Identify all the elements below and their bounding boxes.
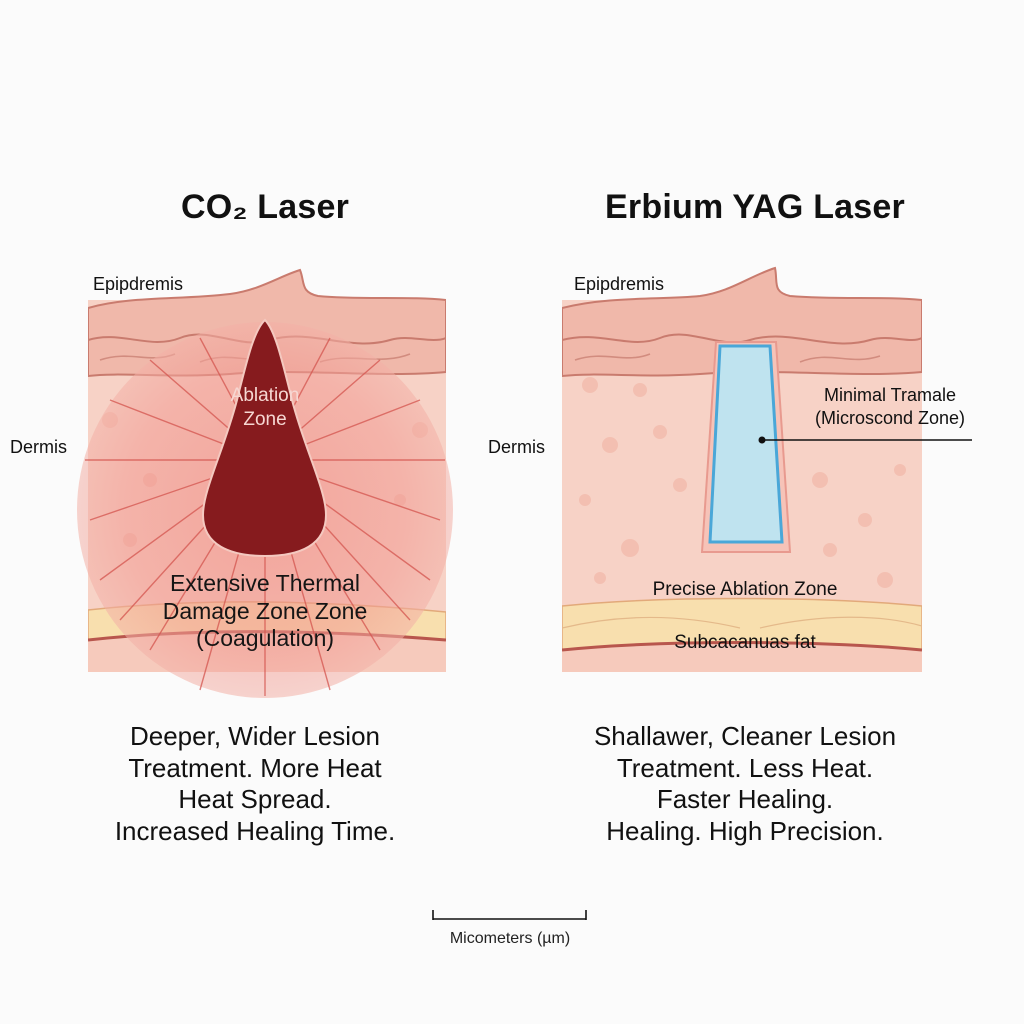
erbium-caption: Shallawer, Cleaner Lesion Treatment. Les… bbox=[535, 721, 955, 848]
erbium-panel-title: Erbium YAG Laser bbox=[605, 188, 905, 226]
minimal-thermal-label: Minimal Tramale (Microscond Zone) bbox=[790, 384, 990, 431]
ablation-zone-label-line2: Zone bbox=[243, 408, 287, 430]
erbium-epidermis-label: Epipdremis bbox=[574, 274, 665, 294]
erbium-caption-line3: Faster Healing. bbox=[656, 784, 834, 815]
ablation-zone-cone bbox=[201, 318, 328, 558]
erbium-skin-cross-section bbox=[562, 266, 972, 672]
co2-caption-line4: Increased Healing Time. bbox=[114, 816, 396, 847]
ablation-zone-label: Ablation Zone bbox=[205, 384, 325, 432]
erbium-caption-line1: Shallawer, Cleaner Lesion bbox=[593, 721, 897, 751]
scale-bar-label: Micometers (µm) bbox=[449, 930, 571, 947]
thermal-damage-label-line3: (Coagulation) bbox=[195, 625, 335, 652]
erbium-ablation-channel bbox=[708, 344, 784, 544]
thermal-damage-label-line1: Extensive Thermal bbox=[169, 570, 361, 596]
co2-caption-line2: Treatment. More Heat bbox=[128, 752, 382, 783]
subcutaneous-fat-label: Subcacanuas fat bbox=[674, 632, 816, 653]
co2-panel-title: CO₂ Laser bbox=[180, 188, 350, 226]
minimal-thermal-label-line2: (Microscond Zone) bbox=[814, 408, 966, 429]
minimal-zone-pointer-dot bbox=[758, 436, 766, 444]
precise-ablation-label: Precise Ablation Zone bbox=[652, 579, 838, 600]
erbium-caption-line4: Healing. High Precision. bbox=[606, 816, 884, 847]
scale-bar bbox=[432, 910, 587, 920]
co2-caption: Deeper, Wider Lesion Treatment. More Hea… bbox=[55, 721, 455, 848]
co2-epidermis-label: Epipdremis bbox=[93, 274, 184, 294]
minimal-thermal-label-line1: Minimal Tramale bbox=[823, 385, 957, 405]
co2-caption-line3: Heat Spread. bbox=[178, 784, 332, 815]
thermal-damage-label-line2: Damage Zone Zone bbox=[162, 597, 368, 624]
thermal-damage-label: Extensive Thermal Damage Zone Zone (Coag… bbox=[110, 570, 420, 653]
erbium-dermis-label: Dermis bbox=[488, 437, 545, 457]
ablation-zone-label-line1: Ablation bbox=[230, 385, 300, 406]
co2-dermis-label: Dermis bbox=[10, 437, 67, 457]
co2-skin-cross-section bbox=[77, 268, 453, 698]
co2-caption-line1: Deeper, Wider Lesion bbox=[129, 721, 381, 751]
erbium-caption-line2: Treatment. Less Heat. bbox=[616, 752, 874, 783]
